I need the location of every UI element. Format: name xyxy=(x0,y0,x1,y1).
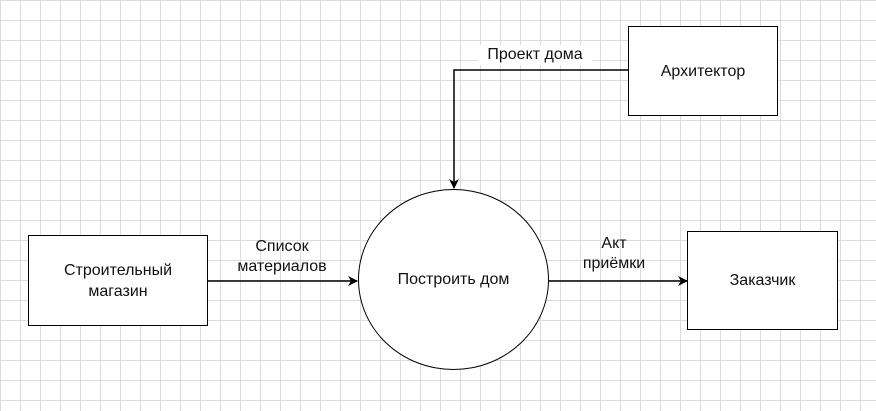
house-project-arrow xyxy=(449,69,628,189)
build-house-label: Построить дом xyxy=(397,270,510,288)
building-store-label-line1: Строительный xyxy=(63,261,173,279)
materials-list-label-line1: Список xyxy=(255,238,309,255)
materials-list-label-line2: материалов xyxy=(237,258,327,275)
customer-entity[interactable]: Заказчик xyxy=(687,231,838,330)
materials-list-flow-label: Список материалов xyxy=(226,237,338,277)
acceptance-act-flow-label: Акт приёмки xyxy=(572,234,656,274)
architect-label: Архитектор xyxy=(660,62,746,80)
house-project-flow-label: Проект дома xyxy=(478,45,592,65)
build-house-process[interactable]: Построить дом xyxy=(358,189,549,370)
building-store-label-line2: магазин xyxy=(88,282,148,300)
building-store-entity[interactable]: Строительный магазин xyxy=(28,235,208,326)
acceptance-act-label-line2: приёмки xyxy=(582,255,646,272)
architect-entity[interactable]: Архитектор xyxy=(628,26,778,116)
customer-label: Заказчик xyxy=(729,272,796,289)
acceptance-act-label-line1: Акт xyxy=(601,235,627,252)
